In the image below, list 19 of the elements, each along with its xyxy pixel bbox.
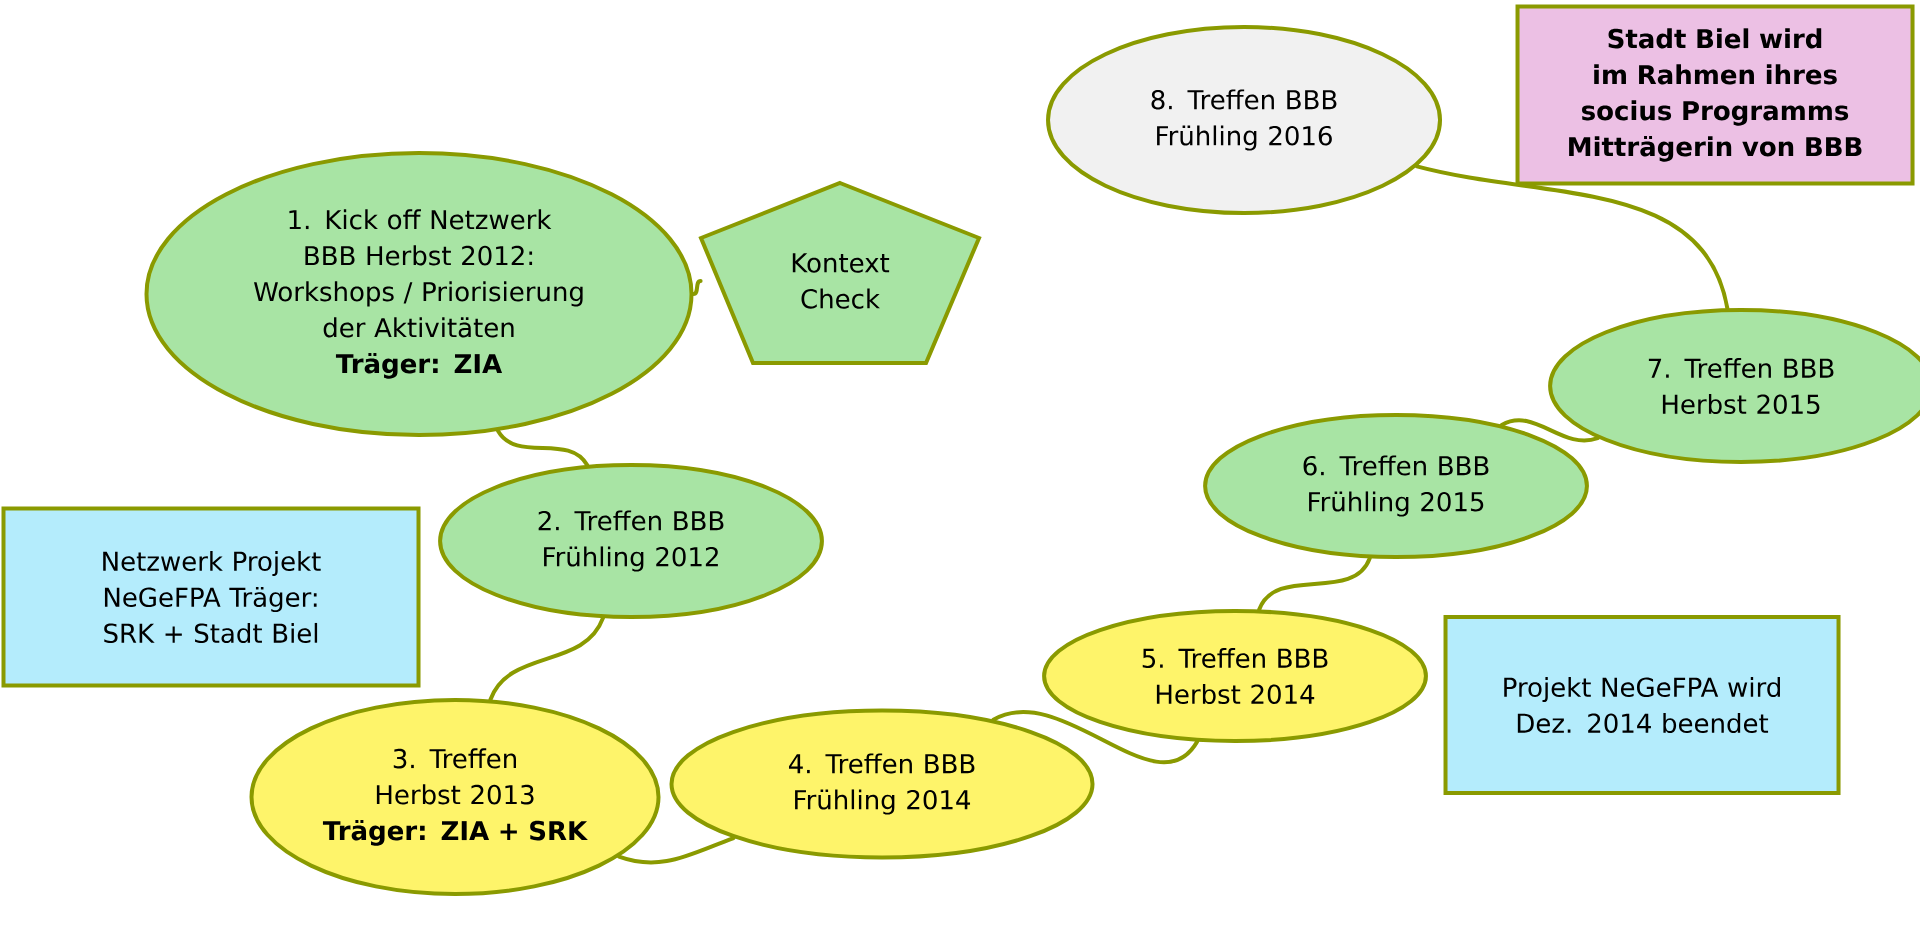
connector-line [488, 616, 605, 702]
ellipse-node: 6. Treffen BBB Frühling 2015 [1203, 413, 1589, 559]
connector-line [991, 710, 1200, 764]
connector-line [1499, 418, 1600, 443]
note-box: Netzwerk Projekt NeGeFPA Träger: SRK + Stadt Biel [1, 506, 421, 688]
note-box: Stadt Biel wird im Rahmen ihres socius Programms Mitträgerin von BBB [1515, 4, 1915, 186]
ellipse-node: 8. Treffen BBB Frühling 2016 [1046, 25, 1442, 215]
ellipse-node: 7. Treffen BBB Herbst 2015 [1548, 308, 1920, 464]
ellipse-node: 4. Treffen BBB Frühling 2014 [669, 708, 1095, 860]
connector-line [1414, 164, 1730, 311]
connector-line [496, 428, 590, 468]
ellipse-node: 2. Treffen BBB Frühling 2012 [438, 463, 824, 619]
connector-line [1257, 556, 1372, 612]
ellipse-node: 1. Kick off Netzwerk BBB Herbst 2012: Workshops / Priorisierung der Aktivitäten Träger: ZIA [144, 151, 694, 437]
ellipse-node: 3. Treffen Herbst 2013 Träger: ZIA + SRK [249, 698, 661, 896]
ellipse-node: 5. Treffen BBB Herbst 2014 [1042, 609, 1428, 743]
connector-line [617, 836, 736, 865]
connector-line [691, 279, 703, 296]
note-box: Projekt NeGeFPA wird Dez. 2014 beendet [1443, 615, 1841, 795]
